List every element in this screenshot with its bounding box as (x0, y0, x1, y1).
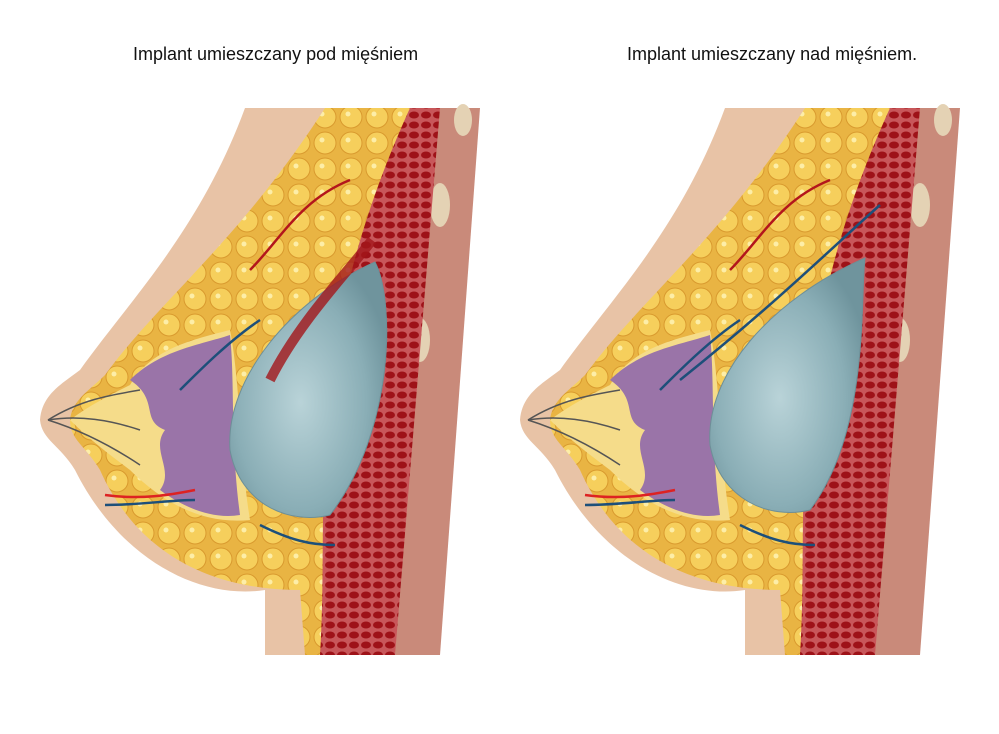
title-submuscular: Implant umieszczany pod mięśniem (133, 44, 419, 64)
panel-subglandular (518, 102, 962, 657)
panel-submuscular (38, 102, 482, 657)
title-subglandular: Implant umieszczany nad mięśniem. (627, 44, 918, 64)
implant-submuscular (229, 261, 388, 518)
implant-subglandular (709, 257, 866, 513)
